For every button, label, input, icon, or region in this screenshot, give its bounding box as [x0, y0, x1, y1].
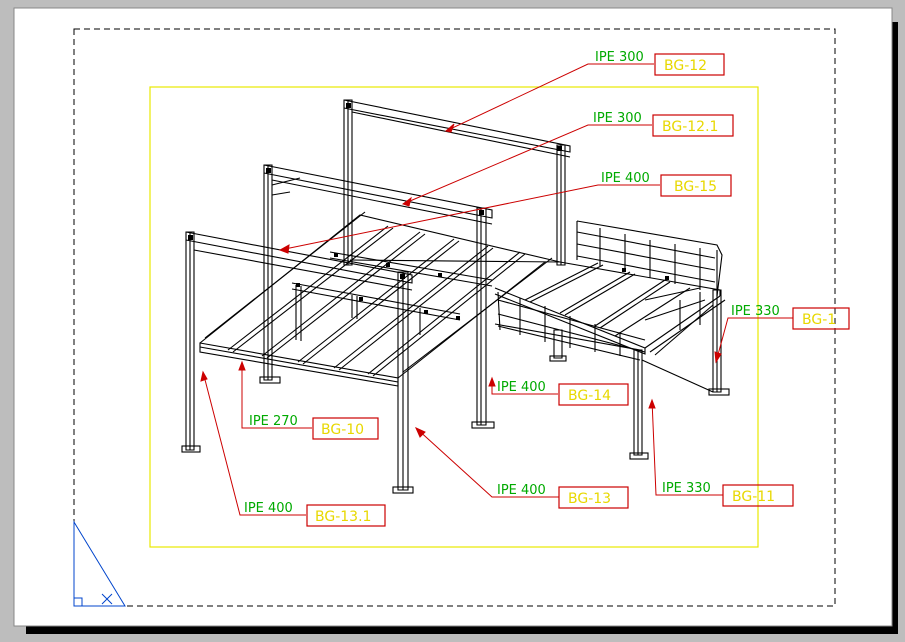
tag-label: BG-13 — [568, 491, 611, 507]
back-frame — [343, 99, 571, 266]
tag-label: BG-12.1 — [662, 119, 718, 135]
tag-box — [792, 307, 850, 330]
tag-label: BG-15 — [674, 179, 717, 195]
profile-label: IPE 330 — [662, 481, 711, 496]
tag-box — [312, 417, 379, 440]
profile-label: IPE 270 — [249, 414, 298, 429]
label-bg-1: IPE 330 BG-1 — [731, 304, 850, 330]
profile-label: IPE 400 — [601, 171, 650, 186]
right-platform — [494, 220, 730, 460]
tag-box — [652, 114, 734, 137]
tag-label: BG-14 — [568, 388, 611, 404]
tag-box — [558, 383, 629, 406]
tag-label: BG-10 — [321, 422, 364, 438]
paper — [13, 7, 893, 627]
label-bg-14: IPE 400 BG-14 — [497, 380, 629, 406]
front-frame — [181, 231, 414, 494]
label-bg-12: IPE 300 BG-12 — [595, 50, 725, 76]
plot-area-border — [73, 28, 836, 607]
ucs-triangle-icon — [73, 520, 126, 607]
tag-label: BG-11 — [732, 489, 775, 505]
connection-plates — [188, 103, 669, 320]
tag-label: BG-13.1 — [315, 509, 371, 525]
tag-box — [722, 484, 794, 507]
profile-label: IPE 330 — [731, 304, 780, 319]
profile-label: IPE 400 — [497, 380, 546, 395]
viewport-frame — [149, 86, 759, 548]
label-bg-10: IPE 270 BG-10 — [249, 414, 379, 440]
label-bg-11: IPE 330 BG-11 — [662, 481, 794, 507]
label-bg-15: IPE 400 BG-15 — [601, 171, 732, 197]
label-bg-13-1: IPE 400 BG-13.1 — [244, 501, 386, 527]
tag-box — [654, 53, 725, 76]
steel-structure — [181, 99, 730, 494]
profile-label: IPE 400 — [497, 483, 546, 498]
profile-label: IPE 400 — [244, 501, 293, 516]
profile-label: IPE 300 — [595, 50, 644, 65]
label-bg-13: IPE 400 BG-13 — [497, 483, 629, 509]
tag-box — [558, 486, 629, 509]
label-bg-12-1: IPE 300 BG-12.1 — [593, 111, 734, 137]
profile-label: IPE 300 — [593, 111, 642, 126]
tag-box — [660, 174, 732, 197]
leader-lines — [200, 63, 793, 516]
tag-label: BG-1 — [802, 312, 836, 328]
main-platform — [199, 211, 561, 387]
tag-label: BG-12 — [664, 58, 707, 74]
tag-box — [306, 504, 386, 527]
